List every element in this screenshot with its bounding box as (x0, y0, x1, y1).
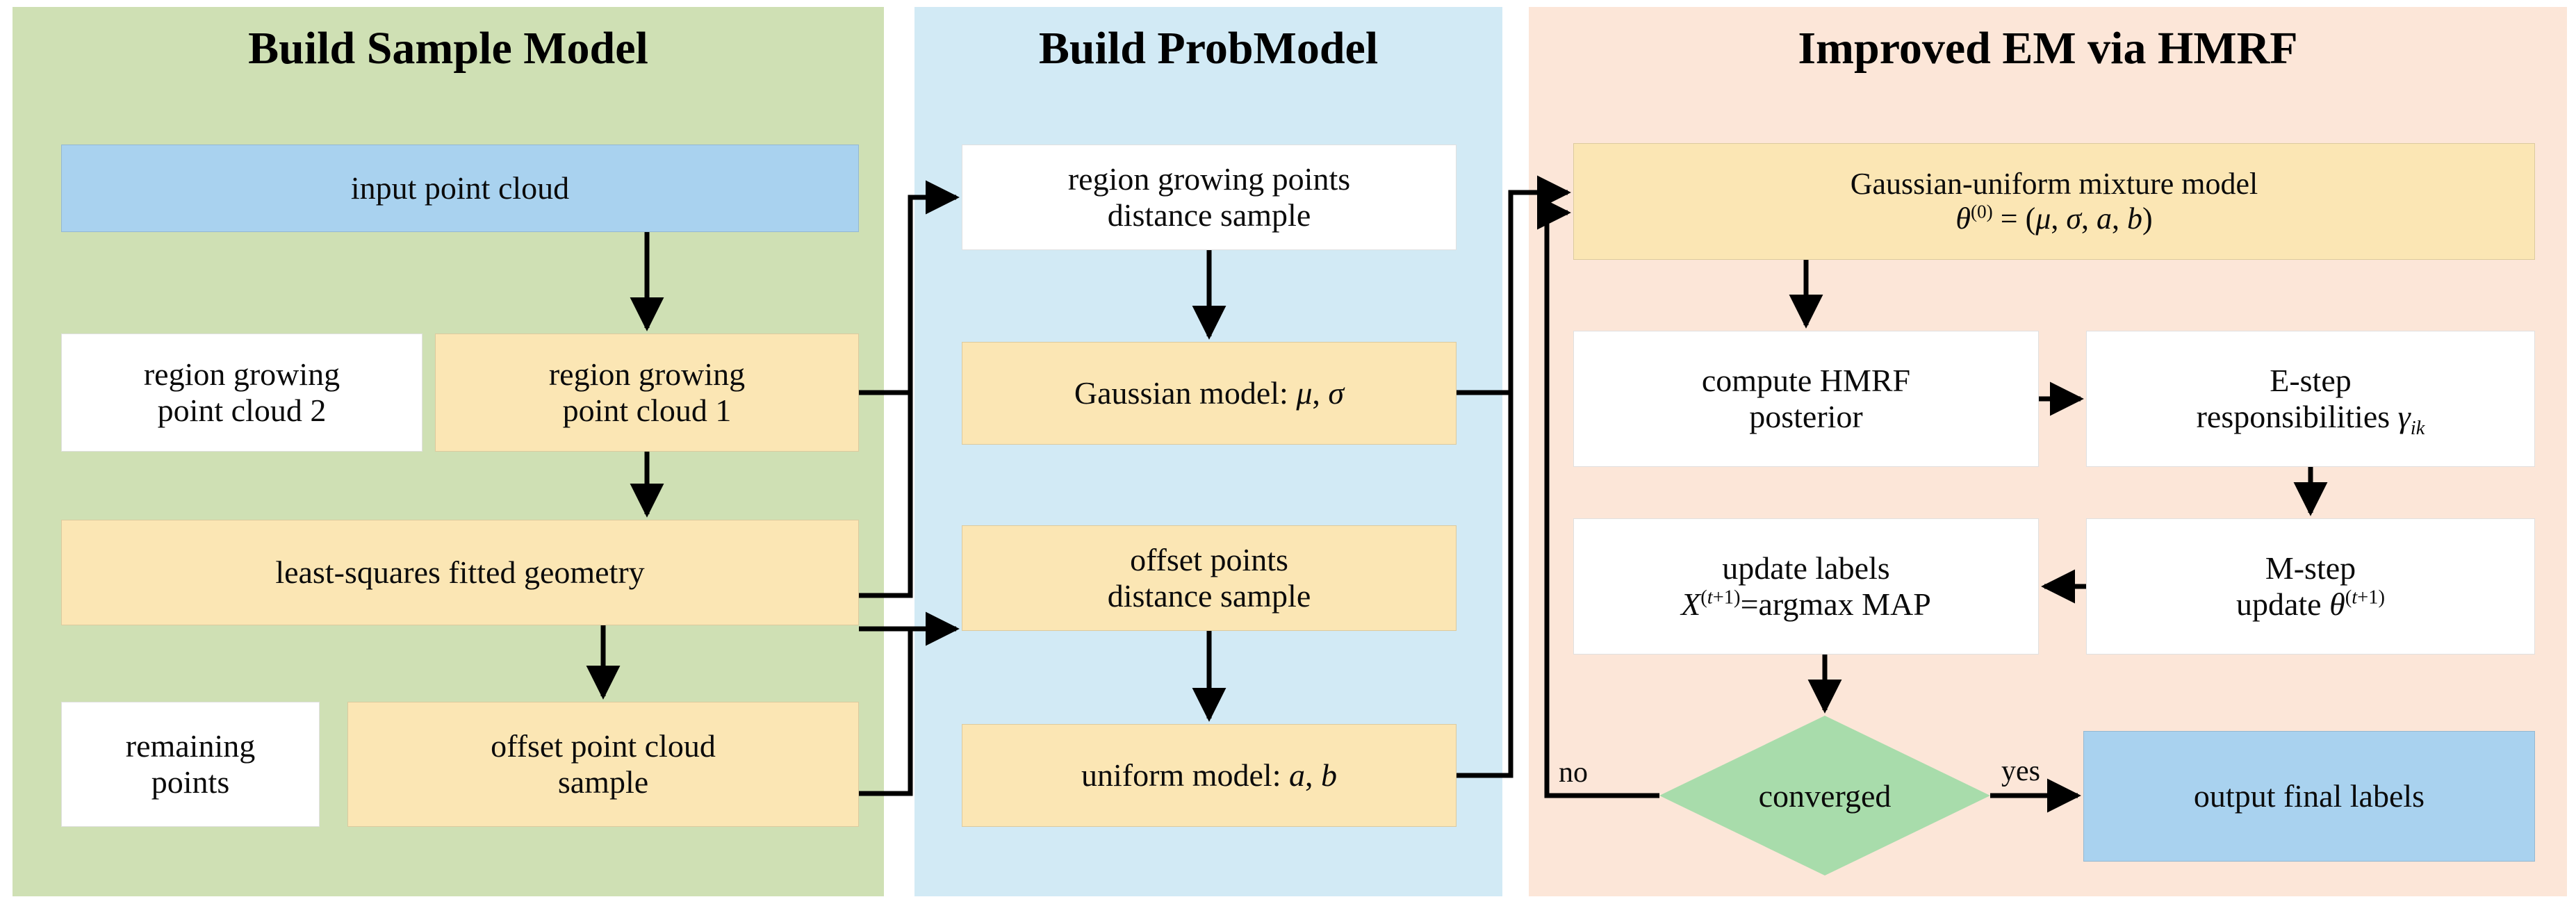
node-least-squares-fitted-geometry-label: least-squares fitted geometry (275, 554, 645, 590)
node-input-point-cloud[interactable]: input point cloud (61, 145, 859, 232)
panel-title-build-sample-model: Build Sample Model (248, 23, 648, 74)
panel-title-build-probmodel: Build ProbModel (1038, 23, 1379, 74)
node-gaussian-model[interactable]: Gaussian model: μ, σ (962, 342, 1457, 445)
node-least-squares-fitted-geometry[interactable]: least-squares fitted geometry (61, 520, 859, 625)
node-converged-decision[interactable]: converged (1659, 716, 1990, 875)
node-uniform-model-label: uniform model: a, b (1081, 757, 1337, 793)
node-input-point-cloud-label: input point cloud (350, 170, 570, 206)
node-converged-label: converged (1758, 778, 1892, 814)
node-gaussian-uniform-mixture-model-label: Gaussian-uniform mixture model θ(0) = (μ… (1850, 166, 2258, 236)
edge-label-no: no (1559, 757, 1588, 789)
panel-title-improved-em: Improved EM via HMRF (1798, 23, 2298, 74)
edge-label-yes: yes (2001, 755, 2040, 787)
node-gaussian-uniform-mixture-model[interactable]: Gaussian-uniform mixture model θ(0) = (μ… (1573, 143, 2535, 260)
node-update-labels[interactable]: update labels X(t+1)=argmax MAP (1573, 518, 2039, 655)
node-update-labels-label: update labels X(t+1)=argmax MAP (1681, 550, 1931, 622)
node-uniform-model[interactable]: uniform model: a, b (962, 724, 1457, 827)
node-gaussian-model-label: Gaussian model: μ, σ (1074, 375, 1345, 411)
node-output-final-labels-label: output final labels (2193, 778, 2425, 814)
node-output-final-labels[interactable]: output final labels (2083, 731, 2535, 862)
